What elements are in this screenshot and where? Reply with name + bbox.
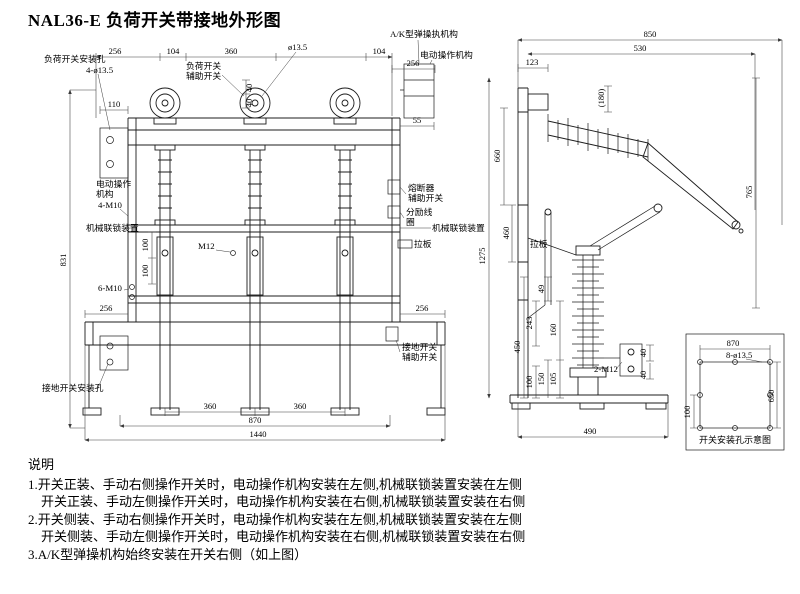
label-2-m12: 2-M12 bbox=[594, 364, 618, 374]
mounting-hole-diagram: 870 8-ø13.5 650 100 开关安装孔示意图 bbox=[682, 333, 785, 451]
dim-850-top: 850 bbox=[644, 29, 657, 39]
label-earth-aux-line1: 接地开关 bbox=[402, 341, 437, 352]
dim-256-bottom-right: 256 bbox=[416, 303, 429, 313]
dim-55-right: 55 bbox=[413, 115, 422, 125]
label-load-switch-mount-hole: 负荷开关安装孔 bbox=[44, 53, 106, 64]
label-motor-left-spec: 4-M10 bbox=[98, 200, 123, 210]
label-load-mount-spec: 4-ø13.5 bbox=[86, 65, 114, 75]
dim-100-mid-b: 100 bbox=[140, 265, 150, 278]
label-interlock-right: 机械联锁装置 bbox=[432, 222, 485, 233]
label-fuse-aux-line2: 辅助开关 bbox=[408, 192, 443, 203]
notes-heading: 说明 bbox=[28, 457, 55, 472]
dim-490-bottom: 490 bbox=[584, 426, 597, 436]
earth-aux-switch-box bbox=[385, 326, 399, 342]
label-pull-plate-side: 拉板 bbox=[530, 238, 548, 249]
page-title: NAL36-E 负荷开关带接地外形图 bbox=[28, 11, 282, 30]
technical-drawing: 256 104 360 40 40 ø13.5 104 256 110 55 8… bbox=[42, 28, 785, 451]
hole-diagram-caption: 开关安装孔示意图 bbox=[699, 434, 771, 445]
front-pole-3 bbox=[329, 87, 361, 416]
dim-40-bolt-b: 40 bbox=[638, 371, 648, 380]
dim-40-top-a: 40 bbox=[244, 84, 254, 93]
dim-40-top-b: 40 bbox=[244, 99, 254, 108]
dim-660-left: 660 bbox=[492, 150, 502, 163]
side-view-texts: 850 530 123 (180) 660 460 1275 765 49 24… bbox=[477, 29, 754, 436]
dim-100-holes: 100 bbox=[682, 406, 692, 419]
front-view-dimensions bbox=[68, 53, 446, 442]
label-load-aux-line1: 负荷开关 bbox=[186, 60, 221, 71]
note-line-4: 开关侧装、手动左侧操作开关时，电动操作机构安装在右侧,机械联锁装置安装在右侧 bbox=[41, 529, 526, 544]
label-earth-mount-hole: 接地开关安装孔 bbox=[42, 382, 104, 393]
dim-160-mid: 160 bbox=[548, 324, 558, 337]
front-left-bracket bbox=[99, 127, 129, 371]
dim-100-mid: 100 bbox=[524, 376, 534, 389]
label-motor-left-line2: 机构 bbox=[96, 188, 114, 199]
dim-530-top: 530 bbox=[634, 43, 647, 53]
label-pull-plate-front: 拉板 bbox=[414, 238, 432, 249]
callout-leaders bbox=[97, 39, 763, 389]
dim-256-top-left: 256 bbox=[109, 46, 122, 56]
label-earth-aux-line2: 辅助开关 bbox=[402, 351, 437, 362]
label-load-aux-line2: 辅助开关 bbox=[186, 70, 221, 81]
note-line-1: 1.开关正装、手动右侧操作开关时，电动操作机构安装在左侧,机械联锁装置安装在左侧 bbox=[28, 476, 523, 492]
note-line-2: 开关正装、手动左侧操作开关时，电动操作机构安装在右侧,机械联锁装置安装在右侧 bbox=[41, 494, 526, 509]
dim-243-mid: 243 bbox=[524, 317, 534, 330]
front-pole-1 bbox=[149, 87, 181, 416]
dim-650-holes: 650 bbox=[766, 390, 776, 403]
dim-104-top-right: 104 bbox=[373, 46, 387, 56]
dim-105-mid: 105 bbox=[548, 373, 558, 386]
front-right-mechanisms bbox=[129, 63, 435, 342]
dim-104-top-left: 104 bbox=[167, 46, 181, 56]
dim-360-bottom-right: 360 bbox=[294, 401, 307, 411]
dim-180-paren: (180) bbox=[596, 89, 606, 108]
side-view-dimensions bbox=[487, 38, 783, 439]
side-view-structure bbox=[509, 87, 744, 410]
dim-360-bottom-left: 360 bbox=[204, 401, 217, 411]
dim-100-mid-a: 100 bbox=[140, 239, 150, 252]
dim-123-top: 123 bbox=[526, 57, 539, 67]
fuse-aux-switch-box bbox=[387, 179, 401, 195]
label-shunt-coil-line1: 分励线 bbox=[406, 206, 433, 217]
dim-256-top-right: 256 bbox=[407, 58, 420, 68]
hole-diagram-border bbox=[685, 333, 785, 451]
dim-hole-13-5: ø13.5 bbox=[288, 42, 307, 52]
front-view-texts: 256 104 360 40 40 ø13.5 104 256 110 55 8… bbox=[42, 28, 485, 439]
front-pole-2 bbox=[239, 87, 271, 416]
label-interlock-left: 机械联锁装置 bbox=[86, 222, 139, 233]
pull-plate-part bbox=[397, 239, 413, 249]
label-m12: M12 bbox=[198, 241, 215, 251]
shunt-coil-box bbox=[387, 205, 401, 219]
dim-150-mid: 150 bbox=[536, 373, 546, 386]
dim-1275-left: 1275 bbox=[477, 248, 487, 265]
note-line-3: 2.开关侧装、手动右侧操作开关时，电动操作机构安装在左侧,机械联锁装置安装在左侧 bbox=[28, 511, 523, 527]
dim-110-left: 110 bbox=[108, 99, 120, 109]
dim-870-holes: 870 bbox=[727, 338, 740, 348]
label-8-holes-spec: 8-ø13.5 bbox=[726, 350, 752, 360]
label-motor-mechanism: 电动操作机构 bbox=[420, 49, 473, 60]
dim-831-left: 831 bbox=[58, 254, 68, 267]
dim-40-bolt-a: 40 bbox=[638, 349, 648, 358]
dim-49-mid: 49 bbox=[536, 285, 546, 294]
label-motor-left-line1: 电动操作 bbox=[96, 178, 131, 189]
spring-mechanism-box bbox=[403, 63, 435, 119]
label-spring-mechanism: A/K型弹操执机构 bbox=[390, 28, 458, 39]
note-line-5: 3.A/K型弹操机构始终安装在开关右侧（如上图） bbox=[28, 546, 308, 562]
notes-section: 说明 1.开关正装、手动右侧操作开关时，电动操作机构安装在左侧,机械联锁装置安装… bbox=[28, 456, 525, 563]
dim-870-bottom: 870 bbox=[249, 415, 262, 425]
label-shunt-coil-line2: 圈 bbox=[406, 217, 415, 227]
dim-256-bottom-left: 256 bbox=[100, 303, 113, 313]
label-fuse-aux-line1: 熔断器 bbox=[408, 182, 435, 193]
dim-1440-bottom: 1440 bbox=[250, 429, 267, 439]
dim-450-mid: 450 bbox=[512, 341, 522, 354]
dim-765-right: 765 bbox=[744, 186, 754, 199]
front-view-structure bbox=[82, 63, 446, 416]
label-6-m10: 6-M10 bbox=[98, 283, 123, 293]
dim-460-left: 460 bbox=[501, 227, 511, 240]
dim-360-top: 360 bbox=[225, 46, 238, 56]
